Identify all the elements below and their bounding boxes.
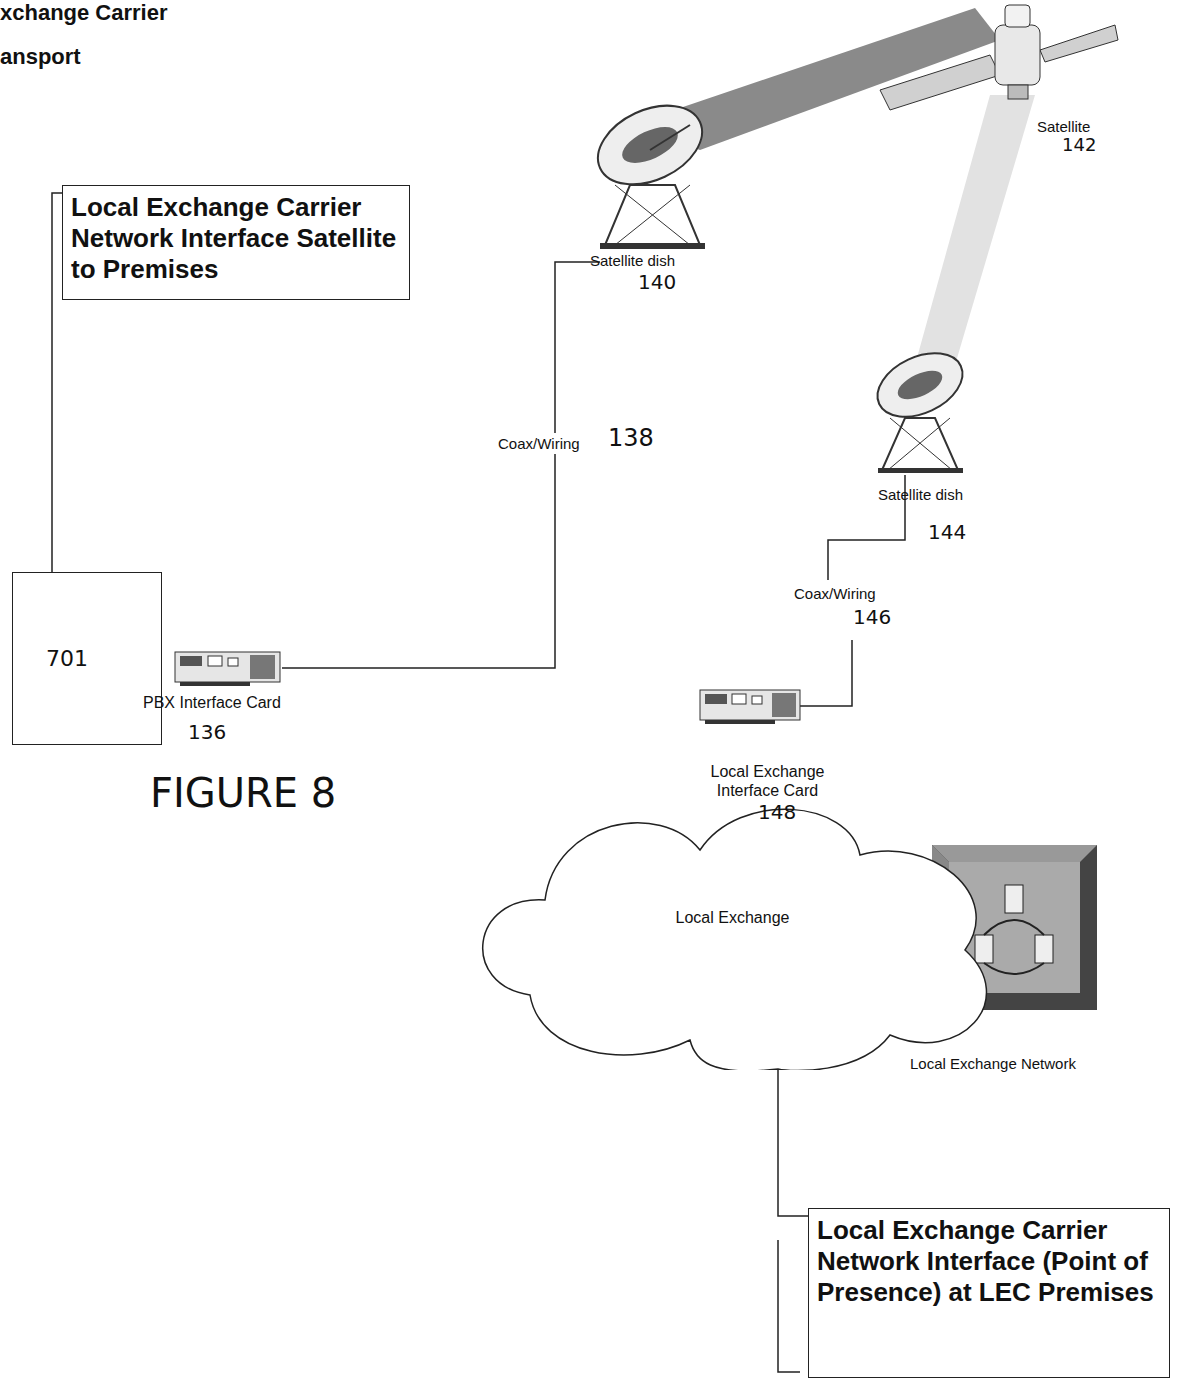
callout-box: Local Exchange Carrier Network Interface…: [808, 1208, 1170, 1378]
region-label: Local Exchange: [676, 909, 790, 927]
callout-number: 136: [188, 720, 226, 744]
interface-card-symbol: [175, 652, 280, 686]
callout-text: Local Exchange Carrier Network Interface…: [817, 1215, 1161, 1309]
pbx-box: 701: [12, 572, 162, 745]
satellite-dish-symbol: [585, 90, 714, 249]
callout-box: Local Exchange Carrier Network Interface…: [62, 185, 410, 300]
callout-number: 140: [638, 270, 676, 294]
callout-number: 142: [1062, 134, 1096, 155]
satellite-symbol: [880, 5, 1118, 110]
callout-number: 146: [853, 605, 891, 629]
part-label: Satellite dish: [878, 486, 963, 503]
part-label: Satellite: [1037, 118, 1090, 135]
coax-wire: [282, 262, 600, 668]
cloud-region: Local Exchange: [460, 785, 1005, 1070]
part-label: ansport: [0, 44, 81, 70]
downlink-beam: [915, 95, 1035, 365]
leader-line: [52, 193, 62, 572]
callout-number: 701: [46, 646, 88, 671]
callout-number: 148: [758, 800, 796, 824]
part-label: Satellite dish: [590, 252, 675, 269]
part-label: Coax/Wiring: [793, 583, 877, 604]
part-label: PBX Interface Card: [143, 694, 281, 712]
callout-number: 138: [608, 424, 654, 452]
callout-text: Local Exchange Carrier Network Interface…: [71, 192, 401, 286]
leader-line: [778, 1067, 808, 1216]
part-label: xchange Carrier: [0, 0, 168, 26]
callout-number: 144: [928, 520, 966, 544]
part-label: Coax/Wiring: [497, 433, 581, 454]
part-label: Local Exchange Network: [910, 1055, 1076, 1072]
uplink-beam: [630, 8, 1000, 150]
figure-caption: FIGURE 8: [150, 770, 336, 816]
interface-card-symbol: [700, 690, 800, 724]
cloud-outline: [460, 785, 1005, 1070]
satellite-dish-symbol: [867, 341, 972, 473]
part-label: Local Exchange Interface Card: [705, 762, 830, 800]
bracket: [778, 1240, 800, 1372]
